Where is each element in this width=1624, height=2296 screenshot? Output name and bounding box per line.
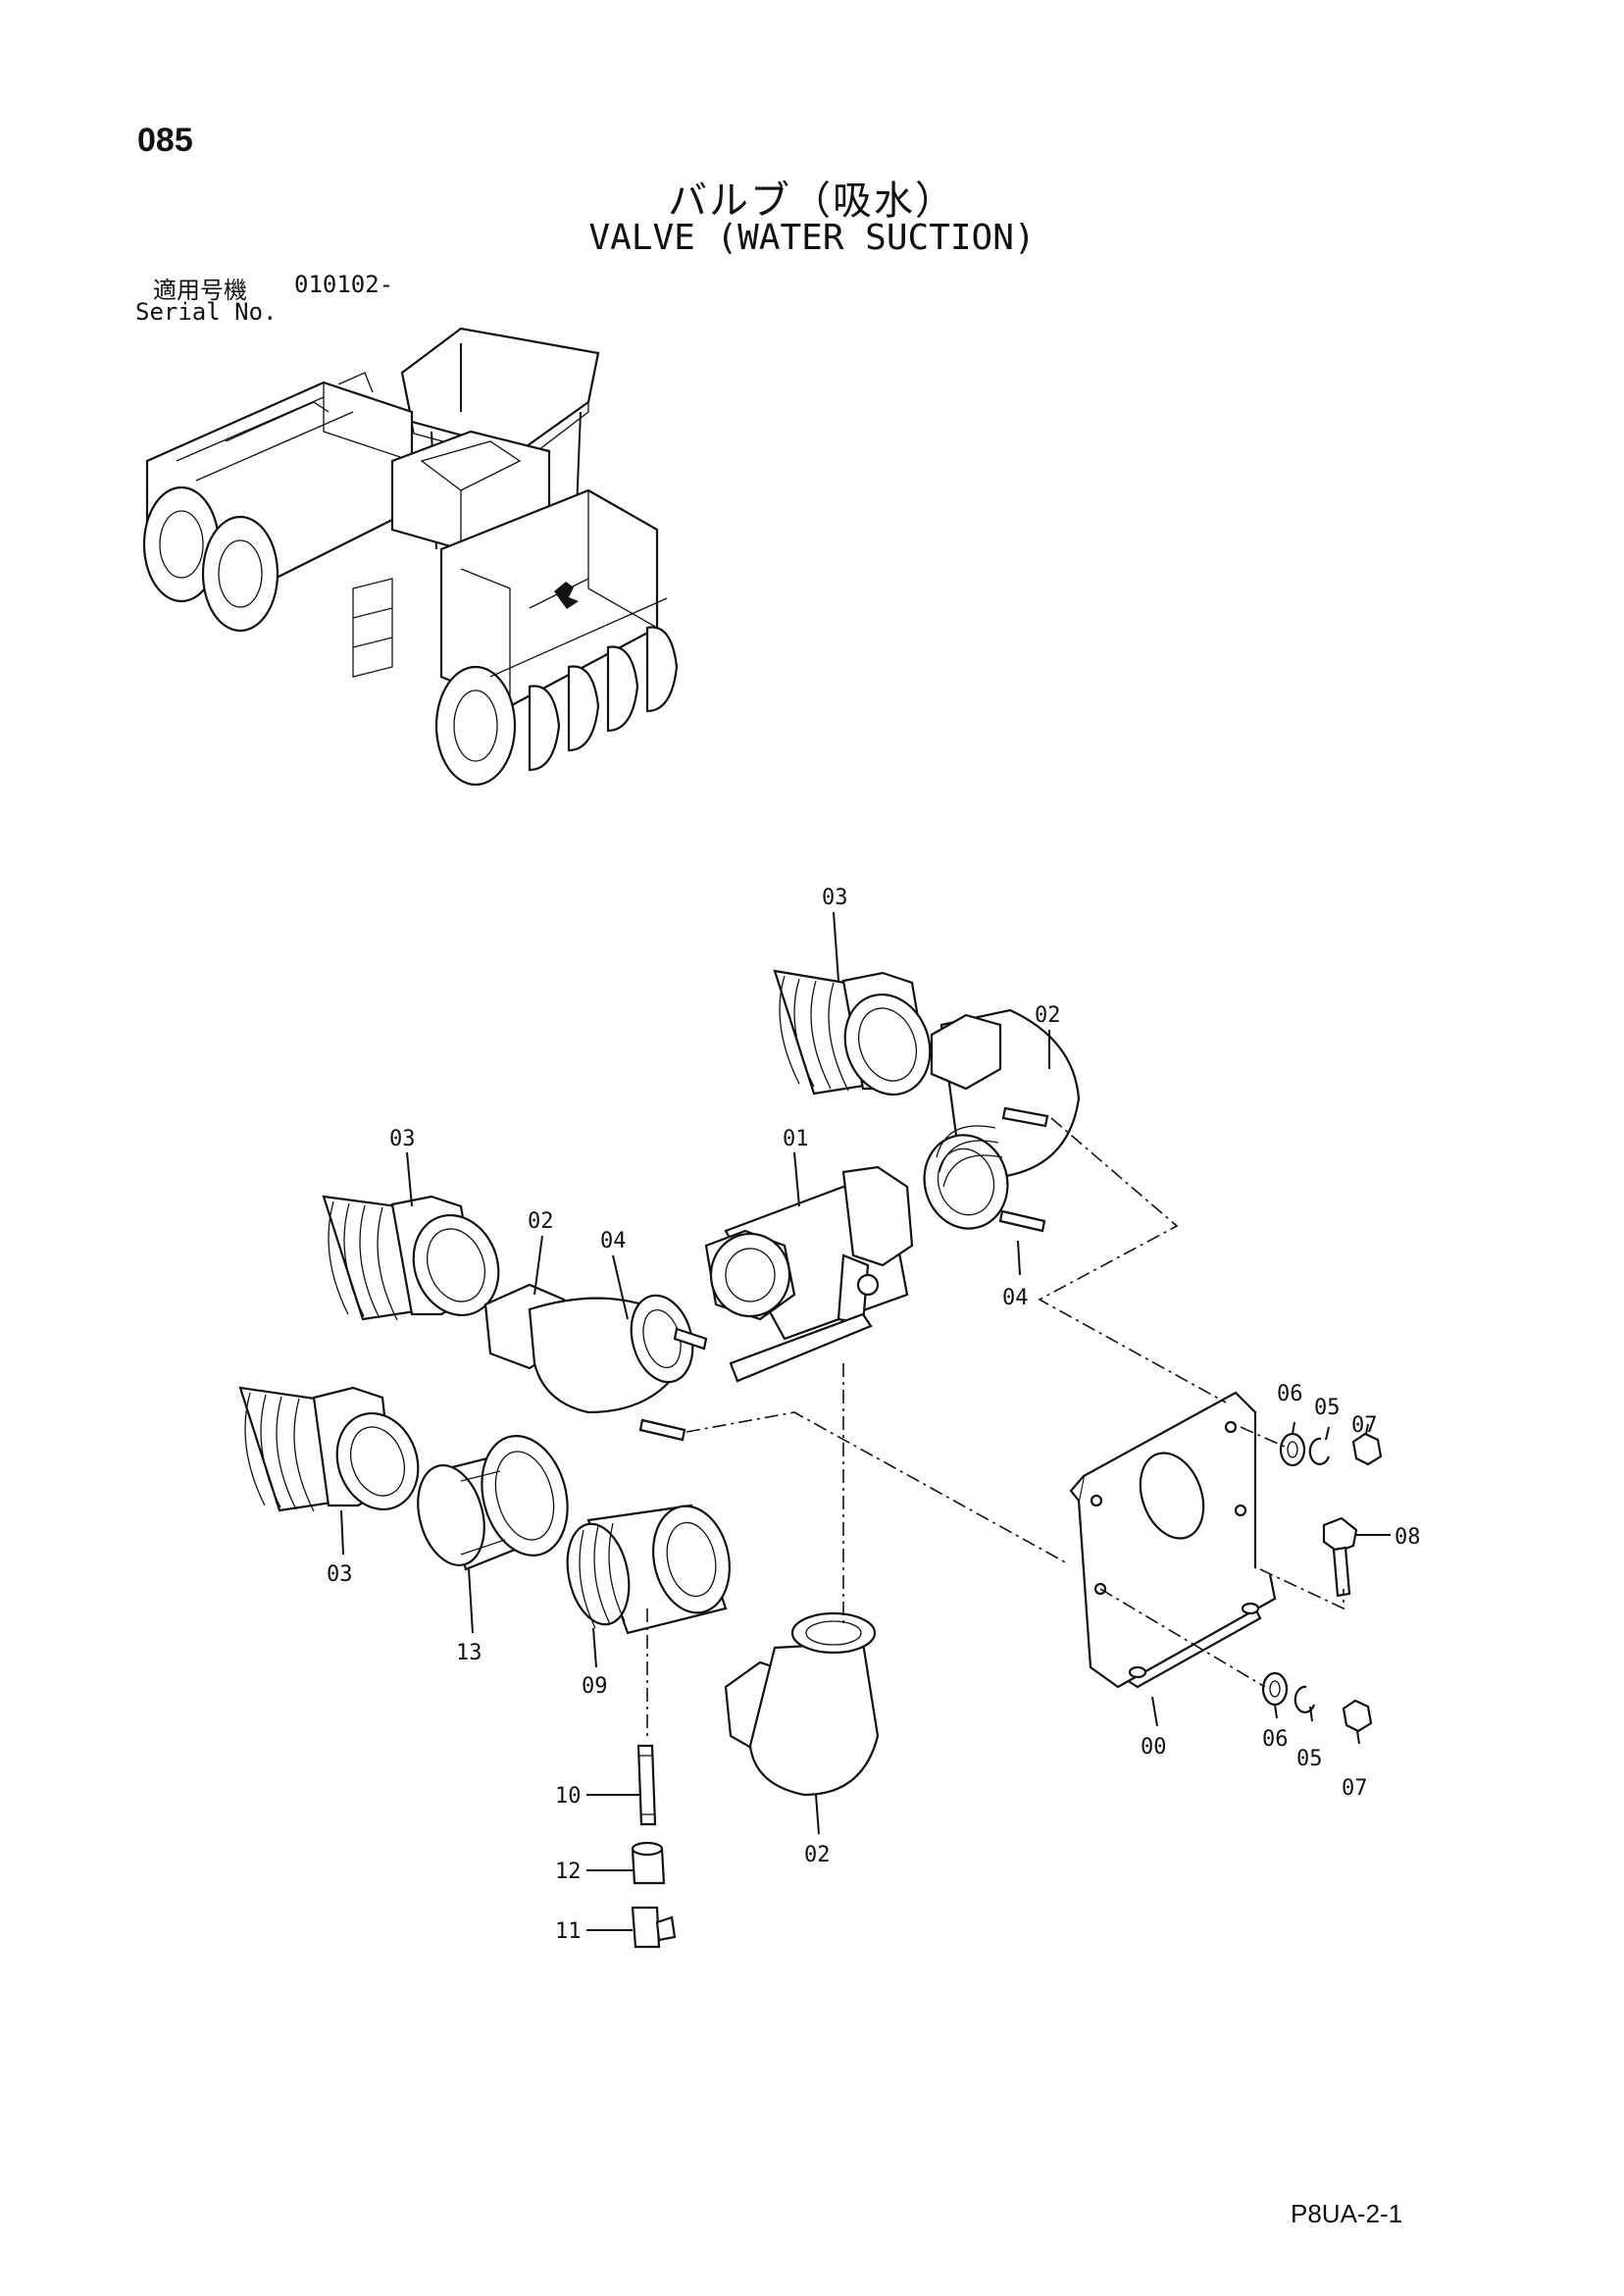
callout-08: 08 — [1395, 1525, 1421, 1550]
callout-02-middle: 02 — [528, 1209, 554, 1234]
part-11-drain-cock — [631, 1906, 677, 1949]
callout-07-lower: 07 — [1342, 1776, 1368, 1801]
callout-04-right: 04 — [1002, 1286, 1029, 1310]
callout-09: 09 — [582, 1674, 608, 1699]
callout-03-middle: 03 — [389, 1127, 416, 1151]
callout-labels: 03 02 01 03 02 04 04 06 05 07 08 03 13 0… — [327, 886, 1421, 1944]
callout-03-top: 03 — [822, 886, 848, 910]
callout-03-bottom: 03 — [327, 1562, 353, 1587]
callout-12: 12 — [555, 1860, 582, 1884]
serial-label-english: Serial No. — [135, 298, 278, 326]
part-09-nipple — [566, 1504, 731, 1635]
part-05-spring-washer-upper — [1308, 1437, 1331, 1465]
part-03-hose-nipple-middle — [322, 1195, 500, 1321]
machine-illustration — [142, 327, 679, 787]
page-code: P8UA-2-1 — [1291, 2199, 1403, 2228]
part-07-nut-lower — [1342, 1699, 1373, 1733]
assembly-lines — [646, 1117, 1345, 1741]
callout-01: 01 — [783, 1127, 809, 1151]
title-english: VALVE (WATER SUCTION) — [588, 218, 1036, 258]
callout-10: 10 — [555, 1784, 582, 1809]
part-02-elbow-top — [923, 1008, 1081, 1233]
callout-05-lower: 05 — [1296, 1747, 1323, 1771]
serial-value: 010102- — [294, 271, 394, 298]
callout-02-bottom: 02 — [804, 1843, 831, 1867]
part-03-hose-nipple-bottom — [238, 1386, 420, 1512]
callout-04-left: 04 — [600, 1229, 627, 1253]
part-03-hose-nipple-top — [773, 969, 932, 1097]
part-08-bolt — [1322, 1516, 1358, 1598]
callout-11: 11 — [555, 1919, 582, 1944]
part-02-elbow-bottom — [724, 1611, 880, 1797]
callout-13: 13 — [456, 1641, 482, 1665]
callout-06-lower: 06 — [1262, 1727, 1289, 1752]
part-10-pipe — [636, 1744, 657, 1826]
callout-00: 00 — [1141, 1735, 1167, 1760]
part-06-washer-lower — [1261, 1671, 1289, 1707]
part-12-socket — [631, 1841, 666, 1885]
part-01-ball-valve — [704, 1165, 914, 1383]
serial-label-japanese: 適用号機 — [153, 277, 247, 304]
callout-05-upper: 05 — [1314, 1396, 1341, 1420]
callout-06-upper: 06 — [1277, 1382, 1303, 1406]
callout-07-upper: 07 — [1351, 1413, 1378, 1438]
title-japanese: バルブ（吸水） — [668, 179, 956, 224]
part-00-bracket — [1069, 1391, 1277, 1689]
part-06-washer-upper — [1279, 1432, 1306, 1467]
callout-02-top: 02 — [1035, 1003, 1061, 1028]
part-07-nut-upper — [1351, 1432, 1383, 1466]
page-number: 085 — [137, 122, 193, 159]
part-02-elbow-middle — [483, 1283, 708, 1442]
part-13-strainer — [417, 1435, 569, 1571]
leader-lines — [340, 911, 1391, 1931]
